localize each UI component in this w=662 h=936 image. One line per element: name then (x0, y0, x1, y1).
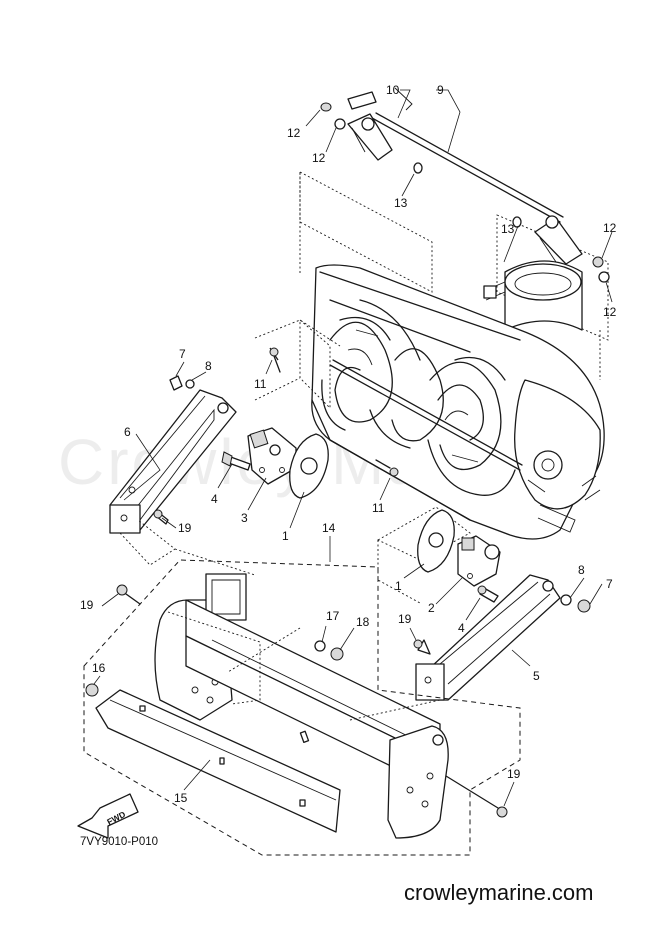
bearing-housing-2 (457, 535, 501, 587)
site-url: crowleymarine.com (404, 880, 594, 905)
callout-7: 7 (606, 577, 613, 591)
callout-13: 13 (394, 196, 408, 210)
callout-18: 18 (356, 615, 370, 629)
shaft-assembly-9 (299, 87, 610, 341)
fwd-arrow-icon: FWD (77, 793, 139, 839)
callout-1: 1 (282, 529, 289, 543)
callout-labels: 9 10 12 12 13 13 12 12 11 7 8 6 4 3 1 19… (80, 83, 617, 805)
plate-1-left (289, 433, 329, 499)
callout-6: 6 (124, 425, 131, 439)
callout-8: 8 (578, 563, 585, 577)
callout-12: 12 (287, 126, 301, 140)
callout-9: 9 (437, 83, 444, 97)
right-bracket-5 (413, 574, 591, 701)
callout-1: 1 (395, 579, 402, 593)
callout-11: 11 (372, 501, 385, 515)
callout-19: 19 (507, 767, 521, 781)
callout-4: 4 (458, 621, 465, 635)
callout-10: 10 (386, 83, 400, 97)
callout-16: 16 (92, 661, 106, 675)
auger-housing (311, 260, 605, 540)
callout-8: 8 (205, 359, 212, 373)
callout-15: 15 (174, 791, 188, 805)
callout-13: 13 (501, 222, 515, 236)
callout-19: 19 (178, 521, 192, 535)
callout-3: 3 (241, 511, 248, 525)
callout-14: 14 (322, 521, 336, 535)
scraper-assembly-14 (83, 559, 521, 856)
left-bracket-6 (109, 389, 256, 576)
callout-12: 12 (603, 221, 617, 235)
callout-17: 17 (326, 609, 340, 623)
callout-7: 7 (179, 347, 186, 361)
guide-lines (254, 319, 601, 604)
callout-5: 5 (533, 669, 540, 683)
leader-lines (93, 89, 613, 807)
plate-1-right (417, 509, 455, 573)
callout-11: 11 (254, 377, 267, 391)
callout-12: 12 (603, 305, 617, 319)
bolts-left (153, 347, 399, 525)
callout-12: 12 (312, 151, 326, 165)
callout-19: 19 (80, 598, 94, 612)
callout-4: 4 (211, 492, 218, 506)
diagram-code: 7VY9010-P010 (80, 836, 158, 848)
callout-2: 2 (428, 601, 435, 615)
callout-19: 19 (398, 612, 412, 626)
